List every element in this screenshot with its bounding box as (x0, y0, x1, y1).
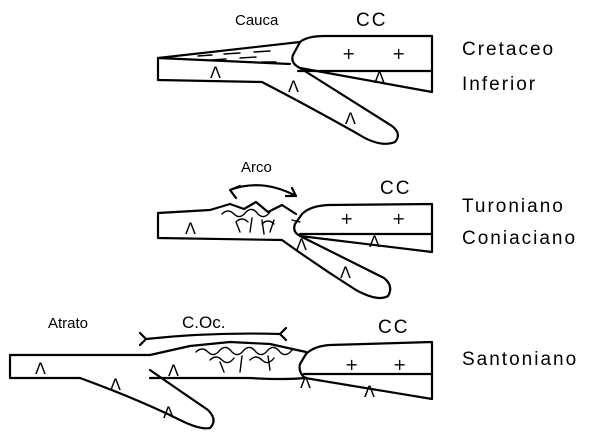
cauca-basin-label: Cauca (235, 12, 279, 29)
arc-orogen-top (158, 202, 296, 214)
plate-caret-mark: Λ (168, 361, 179, 380)
upper-plate-block (292, 36, 432, 92)
upper-plate-plus-mark: + (392, 44, 405, 63)
plate-caret-mark: Λ (35, 359, 46, 378)
slab-caret-mark: Λ (163, 403, 174, 422)
slab-caret-mark: Λ (345, 109, 356, 128)
upper-plate-plus-mark: + (392, 209, 405, 228)
arc-label: Arco (241, 159, 272, 176)
slab-caret-mark: Λ (340, 263, 351, 282)
oceanic-crust-label: C.Oc. (182, 313, 225, 332)
age-label-line-2: Coniaciano (462, 228, 577, 249)
upper-plate-block (294, 204, 432, 252)
arc-deformation-squiggles (222, 209, 300, 224)
slab-caret-mark: Λ (185, 219, 196, 238)
continental-block-label: CC (378, 317, 409, 338)
age-label-line-1: Turoniano (462, 196, 565, 217)
arc-migration-double-arrow (230, 185, 296, 198)
upper-plate-caret-mark: Λ (374, 68, 385, 87)
oceanic-crust-top (10, 342, 306, 355)
atrato-basin-label: Atrato (48, 315, 88, 332)
slab-caret-mark: Λ (296, 235, 307, 254)
age-label-line-2: Inferior (462, 74, 537, 95)
slab-caret-mark: Λ (288, 77, 299, 96)
continental-block-label: CC (380, 178, 411, 199)
accreted-crust-squiggles (196, 347, 292, 362)
upper-plate-plus-mark: + (345, 355, 358, 374)
continental-block-label: CC (356, 10, 387, 31)
panel-turoniano-coniaciano: Λ Λ Λ Λ + + Arco CC Turoniano Coniaciano (158, 159, 577, 298)
slab-caret-mark: Λ (210, 63, 221, 82)
accreted-crust-faults (220, 356, 270, 372)
upper-plate-plus-mark: + (342, 44, 355, 63)
panel-cretaceo-inferior: Λ Λ Λ Λ + + Cauca CC Cretaceo Inferior (158, 10, 555, 144)
upper-plate-caret-mark: Λ (364, 382, 375, 401)
upper-plate-plus-mark: + (393, 355, 406, 374)
slab-caret-mark: Λ (110, 375, 121, 394)
panel-santoniano: Λ Λ Λ Λ Λ Λ + + Atrato C.Oc. CC Santonia… (10, 313, 578, 428)
plate-caret-mark: Λ (300, 373, 311, 392)
upper-plate-plus-mark: + (340, 209, 353, 228)
upper-plate-caret-mark: Λ (369, 232, 380, 251)
age-label-line-1: Cretaceo (462, 39, 555, 60)
age-label-line-1: Santoniano (462, 349, 578, 370)
